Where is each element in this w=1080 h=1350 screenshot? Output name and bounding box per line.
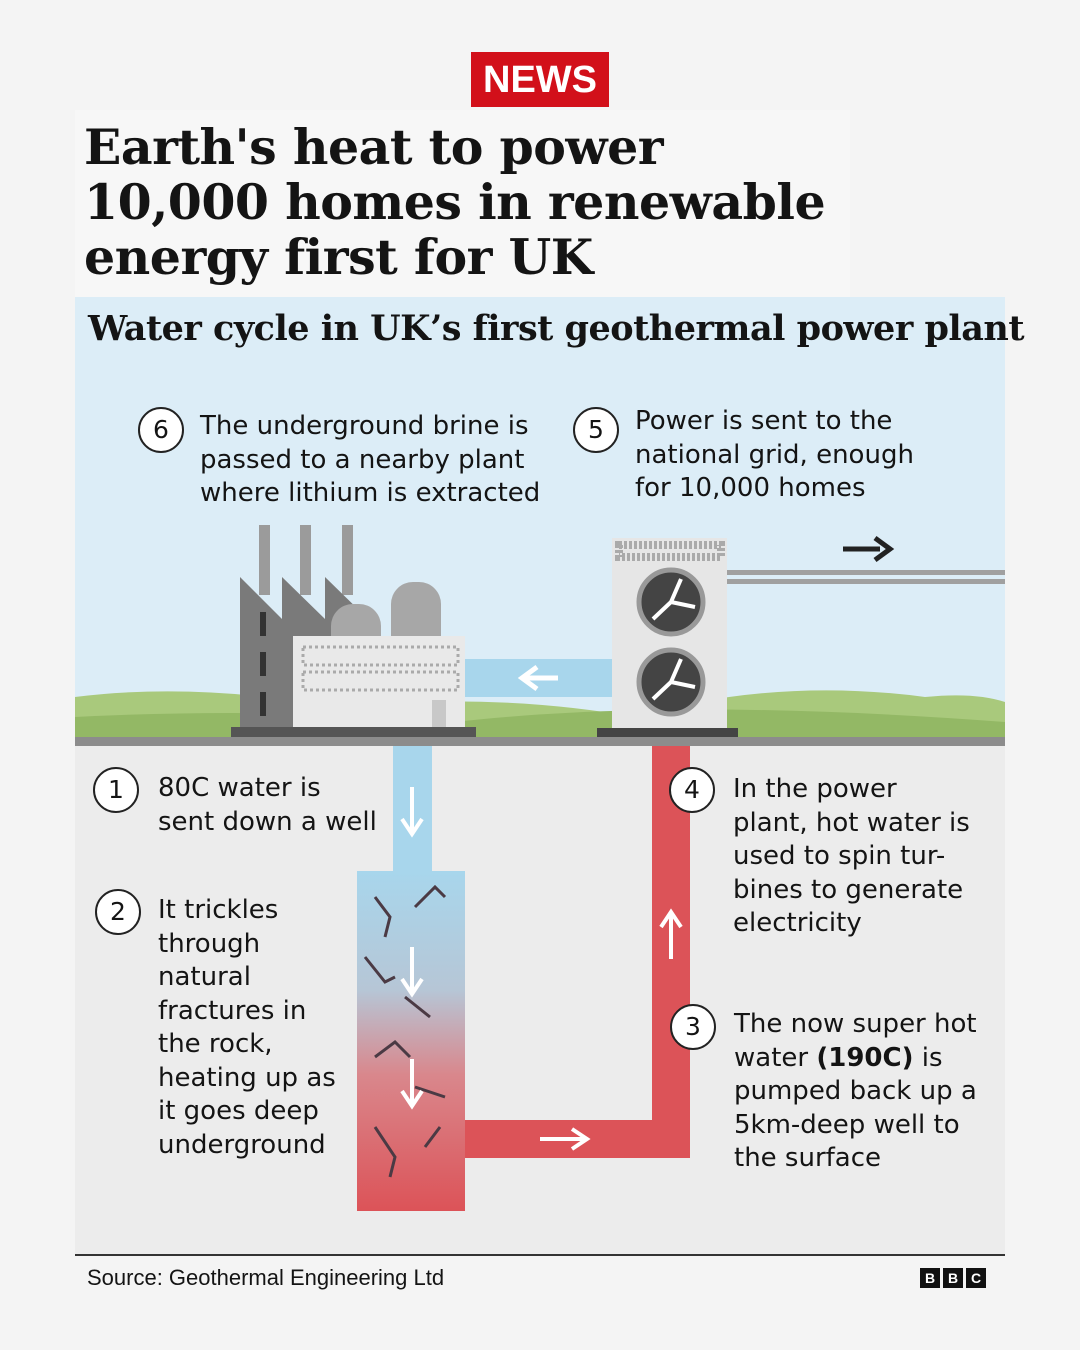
step-3-number: 3 xyxy=(670,1004,716,1050)
news-badge: NEWS xyxy=(471,52,609,107)
step-3-temperature: (190C) xyxy=(816,1042,914,1073)
fracture-zone xyxy=(357,871,465,1211)
rock-fractures xyxy=(363,884,447,1178)
step-3-text: The now super hot water (190C) is pumped… xyxy=(734,1008,984,1176)
step-6-text: The underground brine is passed to a nea… xyxy=(200,411,541,508)
bbc-logo-b2: B xyxy=(943,1268,963,1288)
arrow-down-icon xyxy=(400,787,424,838)
diagram-title: Water cycle in UK’s first geothermal pow… xyxy=(88,308,1025,349)
step-3-text-b: is pumped back up a 5km-deep well to the… xyxy=(734,1042,977,1174)
bbc-logo-c: C xyxy=(966,1268,986,1288)
step-1-number: 1 xyxy=(93,767,139,813)
geothermal-diagram xyxy=(75,297,1005,1255)
footer-divider xyxy=(75,1254,1005,1256)
arrow-up-icon xyxy=(659,908,683,959)
step-3-text-a: The now super hot water xyxy=(734,1009,977,1073)
arrow-right-icon xyxy=(843,535,895,563)
step-6-number: 6 xyxy=(138,407,184,453)
step-2-number: 2 xyxy=(95,889,141,935)
lithium-plant-icon xyxy=(231,525,476,737)
step-2-text: It trickles through natural fractures in… xyxy=(158,895,336,1160)
arrow-left-icon xyxy=(517,664,558,692)
arrow-down-icon xyxy=(400,947,424,998)
step-1-text: 80C water is sent down a well xyxy=(158,773,377,837)
step-4-text: In the power plant, hot water is used to… xyxy=(733,774,970,938)
headline-box xyxy=(75,110,850,297)
arrow-down-icon xyxy=(400,1059,424,1110)
step-4-number: 4 xyxy=(669,767,715,813)
bbc-logo-b1: B xyxy=(920,1268,940,1288)
power-plant-icon xyxy=(597,538,738,737)
arrow-right-icon xyxy=(540,1127,591,1151)
headline: Earth's heat to power 10,000 homes in re… xyxy=(84,118,826,286)
bbc-logo: B B C xyxy=(920,1268,986,1288)
step-5-number: 5 xyxy=(573,407,619,453)
step-5-text: Power is sent to the national grid, enou… xyxy=(635,406,914,503)
ground-surface xyxy=(75,737,1005,746)
source-credit: Source: Geothermal Engineering Ltd xyxy=(87,1265,445,1290)
underground xyxy=(75,746,1005,1255)
